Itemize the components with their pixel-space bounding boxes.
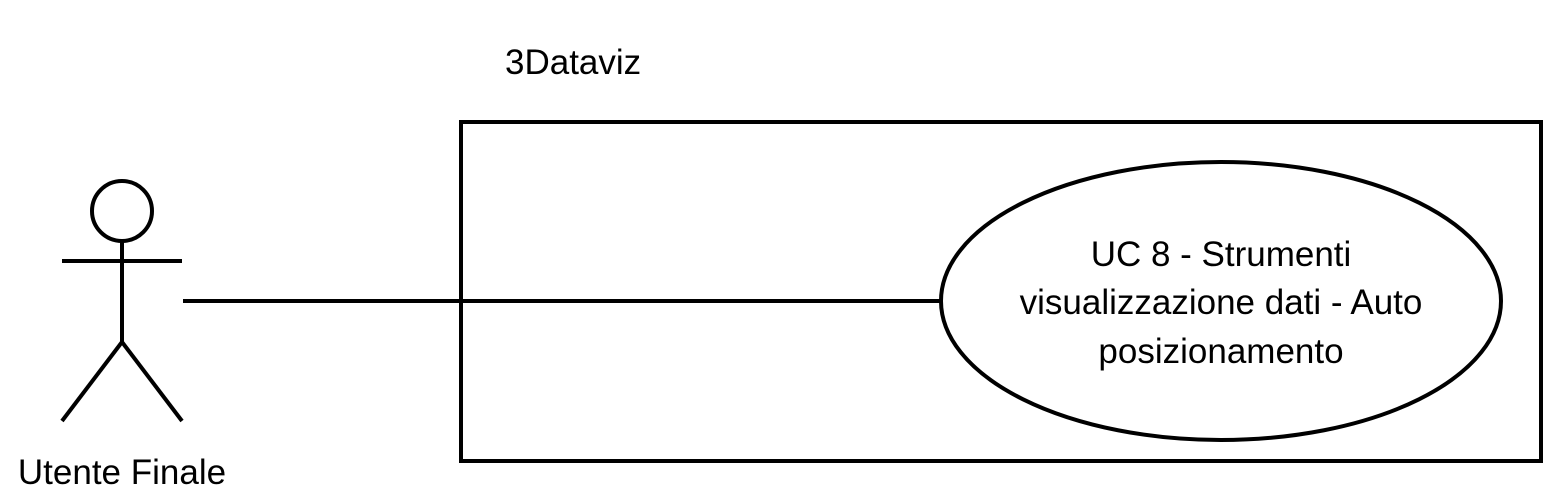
use-case-label-line-3: posizionamento — [1098, 332, 1343, 371]
use-case-label-line-1: UC 8 - Strumenti — [1091, 235, 1352, 274]
system-boundary — [459, 120, 1543, 463]
system-title: 3Dataviz — [505, 43, 641, 82]
use-case-label-line-2: visualizzazione dati - Auto — [1020, 283, 1423, 322]
actor-label: Utente Finale — [18, 453, 226, 492]
actor-figure — [60, 179, 184, 423]
actor-right-leg — [120, 340, 184, 423]
actor-left-leg — [60, 340, 124, 423]
actor-head — [90, 179, 154, 243]
use-case-ellipse — [939, 160, 1503, 442]
